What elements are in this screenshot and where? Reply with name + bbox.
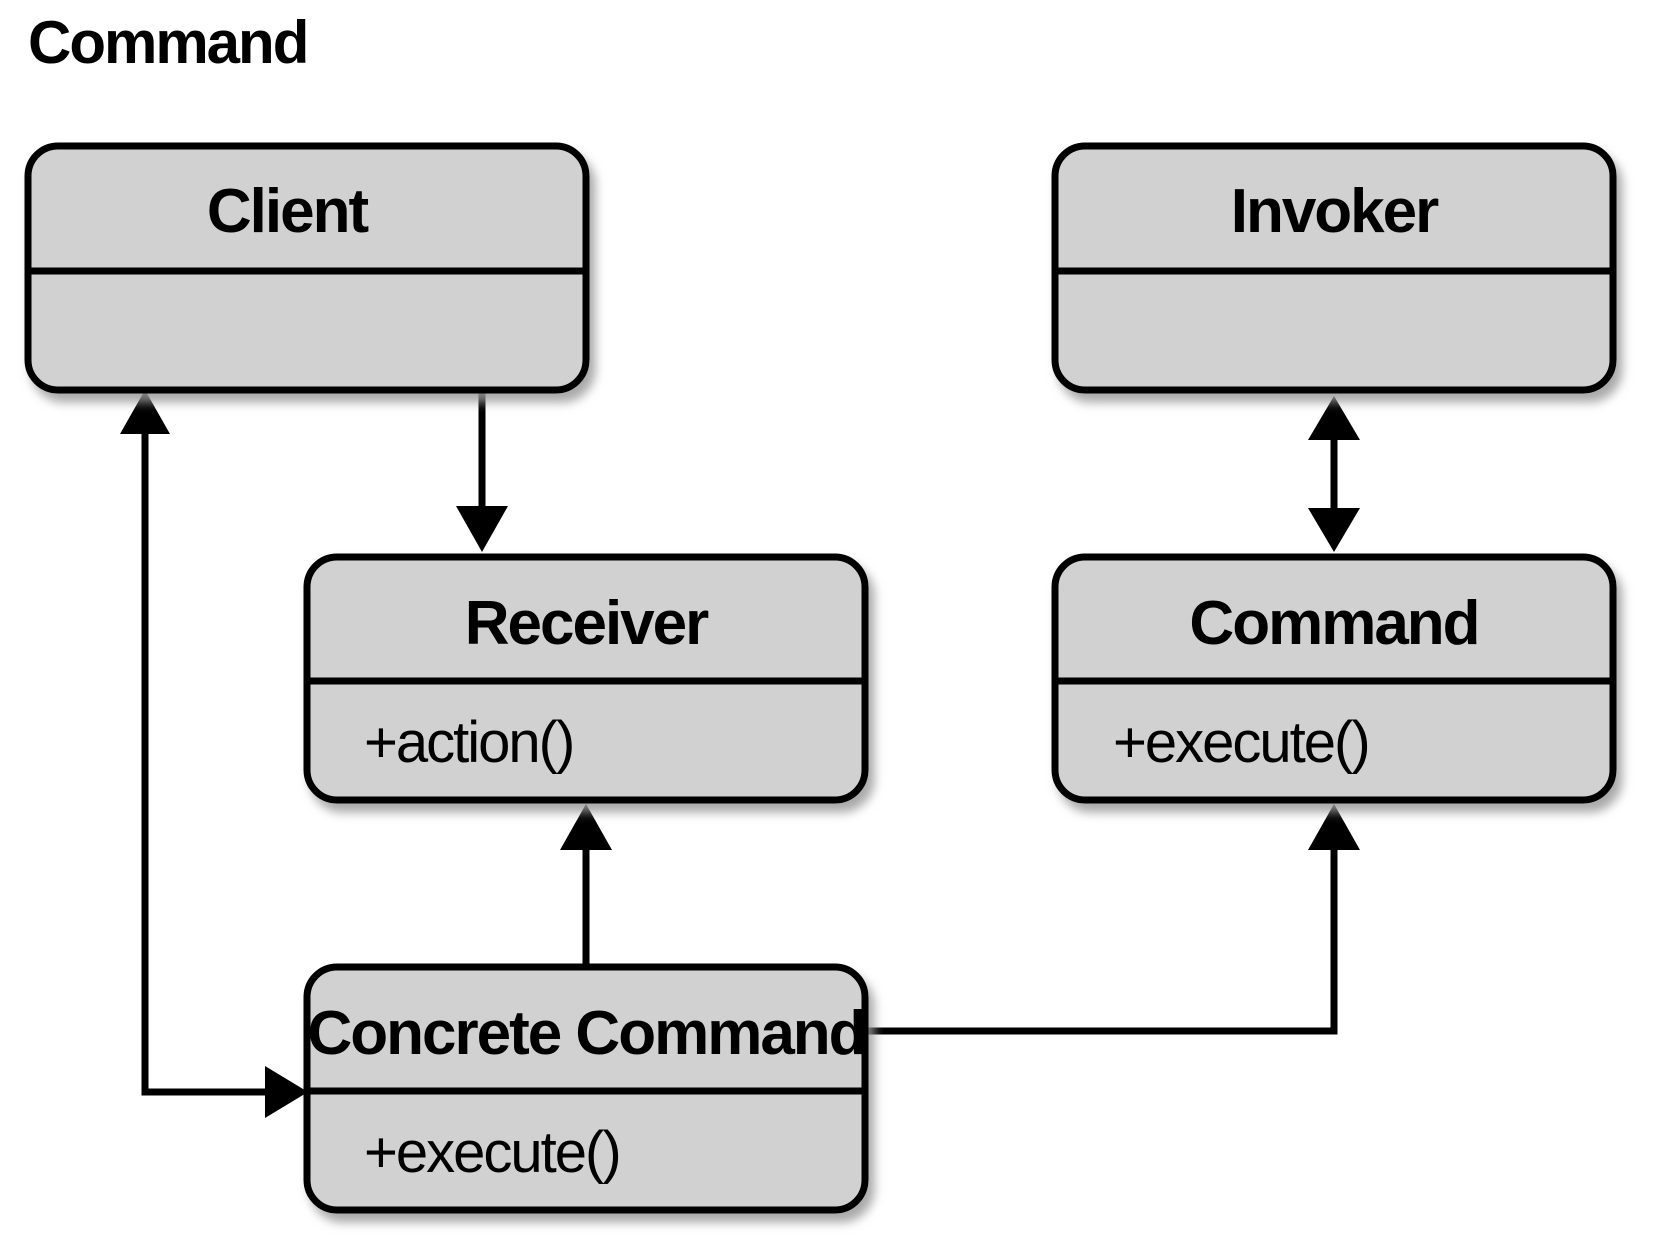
class-box-concrete-command: Concrete Command +execute(): [303, 963, 869, 1214]
class-name-client: Client: [207, 177, 369, 246]
arrowhead-up-receiver: [560, 804, 612, 850]
operation-action: +action(): [364, 710, 573, 775]
arrowhead-down-receiver: [456, 506, 508, 552]
connector-concrete-command-to-receiver: [560, 804, 612, 964]
class-name-receiver: Receiver: [465, 589, 709, 658]
class-name-concrete-command: Concrete Command: [307, 999, 864, 1068]
class-box-invoker: Invoker: [1051, 142, 1617, 394]
arrowhead-right-concrete-command: [265, 1066, 308, 1118]
class-box-command: Command +execute(): [1051, 553, 1617, 804]
class-box-client: Client: [24, 142, 590, 394]
connector-client-concrete-command: [120, 390, 308, 1118]
connector-concrete-command-to-command: [866, 804, 1360, 1035]
class-name-invoker: Invoker: [1231, 177, 1439, 246]
class-box-receiver: Receiver +action(): [303, 553, 869, 804]
arrowhead-up-client: [120, 390, 170, 434]
operation-execute-concrete: +execute(): [364, 1120, 620, 1185]
diagram-title: Command: [28, 9, 307, 76]
arrowhead-down-command: [1308, 508, 1360, 552]
arrowhead-up-invoker: [1308, 396, 1360, 440]
connector-invoker-command: [1308, 396, 1360, 552]
arrowhead-up-command: [1308, 804, 1360, 850]
connector-client-to-receiver: [456, 390, 508, 552]
operation-execute-command: +execute(): [1113, 710, 1369, 775]
class-name-command: Command: [1189, 589, 1478, 658]
